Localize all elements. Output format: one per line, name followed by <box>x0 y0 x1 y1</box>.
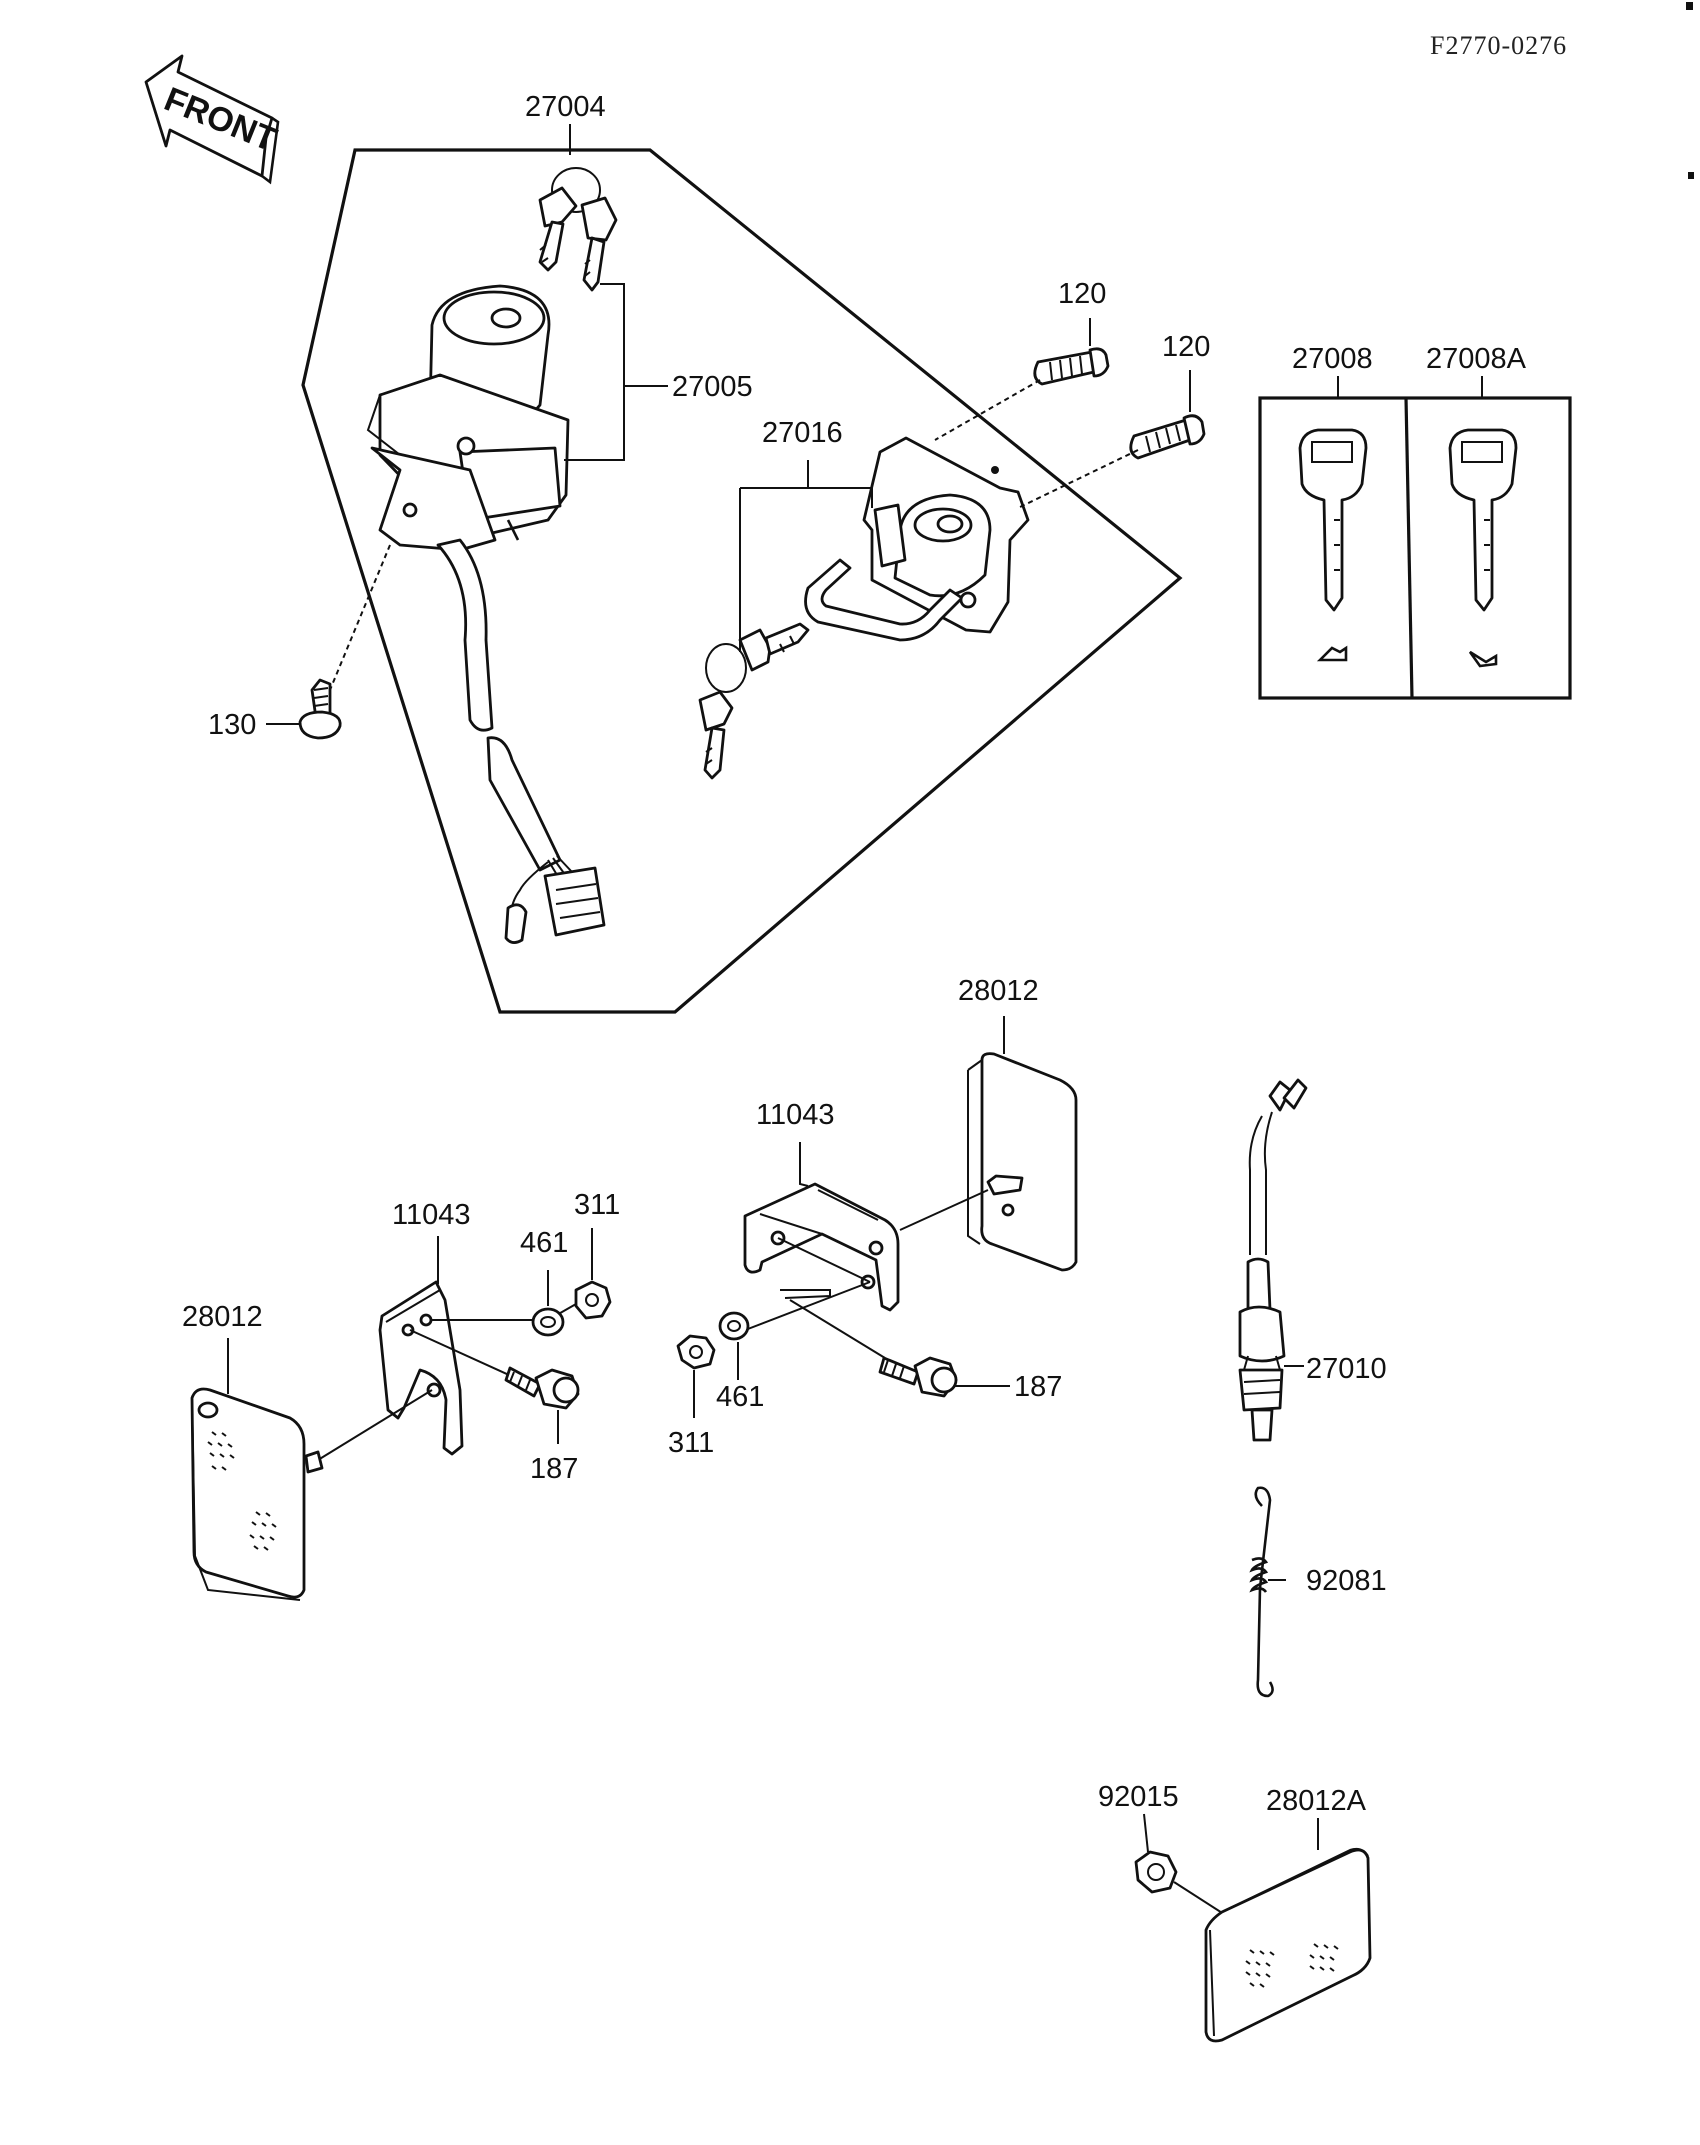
part-label-187-right: 187 <box>1014 1371 1062 1403</box>
mount-line <box>780 1289 831 1299</box>
part-label-311-top: 311 <box>574 1189 620 1221</box>
helmet-lock-keys-drawing <box>698 622 810 780</box>
part-label-92081: 92081 <box>1306 1565 1387 1597</box>
spring-92081-drawing <box>1249 1486 1286 1698</box>
blank-key-27008A-drawing <box>1448 428 1518 668</box>
mount-line <box>789 1299 886 1359</box>
nut-92015-drawing <box>1134 1850 1178 1894</box>
part-label-11043-left: 11043 <box>392 1199 471 1231</box>
helmet-lock-drawing <box>804 436 1030 642</box>
part-label-27008: 27008 <box>1292 343 1373 375</box>
bolt-130-drawing <box>298 678 342 740</box>
bracket-11043-right-drawing <box>743 1182 900 1312</box>
bolt-120-upper-drawing <box>1033 347 1110 386</box>
part-label-11043-right: 11043 <box>756 1099 835 1131</box>
reflector-28012-left-drawing <box>190 1387 324 1601</box>
mount-line <box>934 379 1041 441</box>
leader-lines <box>227 124 1483 1853</box>
ignition-switch-drawing <box>366 284 606 944</box>
part-label-311-bottom: 311 <box>668 1427 714 1459</box>
reflector-28012A-drawing <box>1204 1847 1372 2043</box>
mount-line <box>777 1237 871 1283</box>
blank-key-27008-drawing <box>1298 428 1368 662</box>
mount-line <box>899 1189 989 1231</box>
nut-311-bottom-drawing <box>676 1334 716 1370</box>
blank-keys-frame <box>1258 396 1572 700</box>
mount-line <box>739 1281 871 1333</box>
part-label-27008A: 27008A <box>1426 343 1527 375</box>
part-label-27016: 27016 <box>762 417 843 449</box>
keys-27004-drawing <box>538 167 618 292</box>
bracket-11043-left-drawing <box>378 1280 464 1456</box>
part-label-28012-left: 28012 <box>182 1301 263 1333</box>
part-label-461-bottom: 461 <box>716 1381 764 1413</box>
part-label-27004: 27004 <box>525 91 606 123</box>
mount-line <box>329 544 391 691</box>
part-label-28012A: 28012A <box>1266 1785 1367 1817</box>
part-label-130: 130 <box>208 709 256 741</box>
part-label-27005: 27005 <box>672 371 753 403</box>
diagram-code: F2770-0276 <box>1430 31 1567 60</box>
part-label-120-upper: 120 <box>1058 278 1106 310</box>
front-arrow-icon: FRONT <box>144 54 282 185</box>
reflector-28012-top-drawing <box>967 1052 1078 1272</box>
edge-mark <box>1686 2 1693 10</box>
part-label-92015: 92015 <box>1098 1781 1179 1813</box>
washer-461-bottom-drawing <box>718 1311 750 1341</box>
ignition-group-frame <box>301 148 1183 1014</box>
bolt-187-left-drawing <box>504 1366 580 1410</box>
mount-line <box>317 1389 433 1461</box>
part-label-461-top: 461 <box>520 1227 568 1259</box>
edge-mark <box>1688 172 1694 179</box>
bolt-187-right-drawing <box>878 1356 958 1398</box>
nut-311-top-drawing <box>574 1280 612 1320</box>
bolt-120-lower-drawing <box>1129 414 1206 460</box>
part-label-28012-top: 28012 <box>958 975 1039 1007</box>
mount-line <box>1017 449 1139 509</box>
part-label-187-left: 187 <box>530 1453 578 1485</box>
mount-line <box>409 1329 521 1381</box>
washer-461-top-drawing <box>531 1307 565 1337</box>
part-label-27010: 27010 <box>1306 1353 1387 1385</box>
switch-27010-drawing <box>1238 1078 1308 1442</box>
part-label-120-lower: 120 <box>1162 331 1210 363</box>
